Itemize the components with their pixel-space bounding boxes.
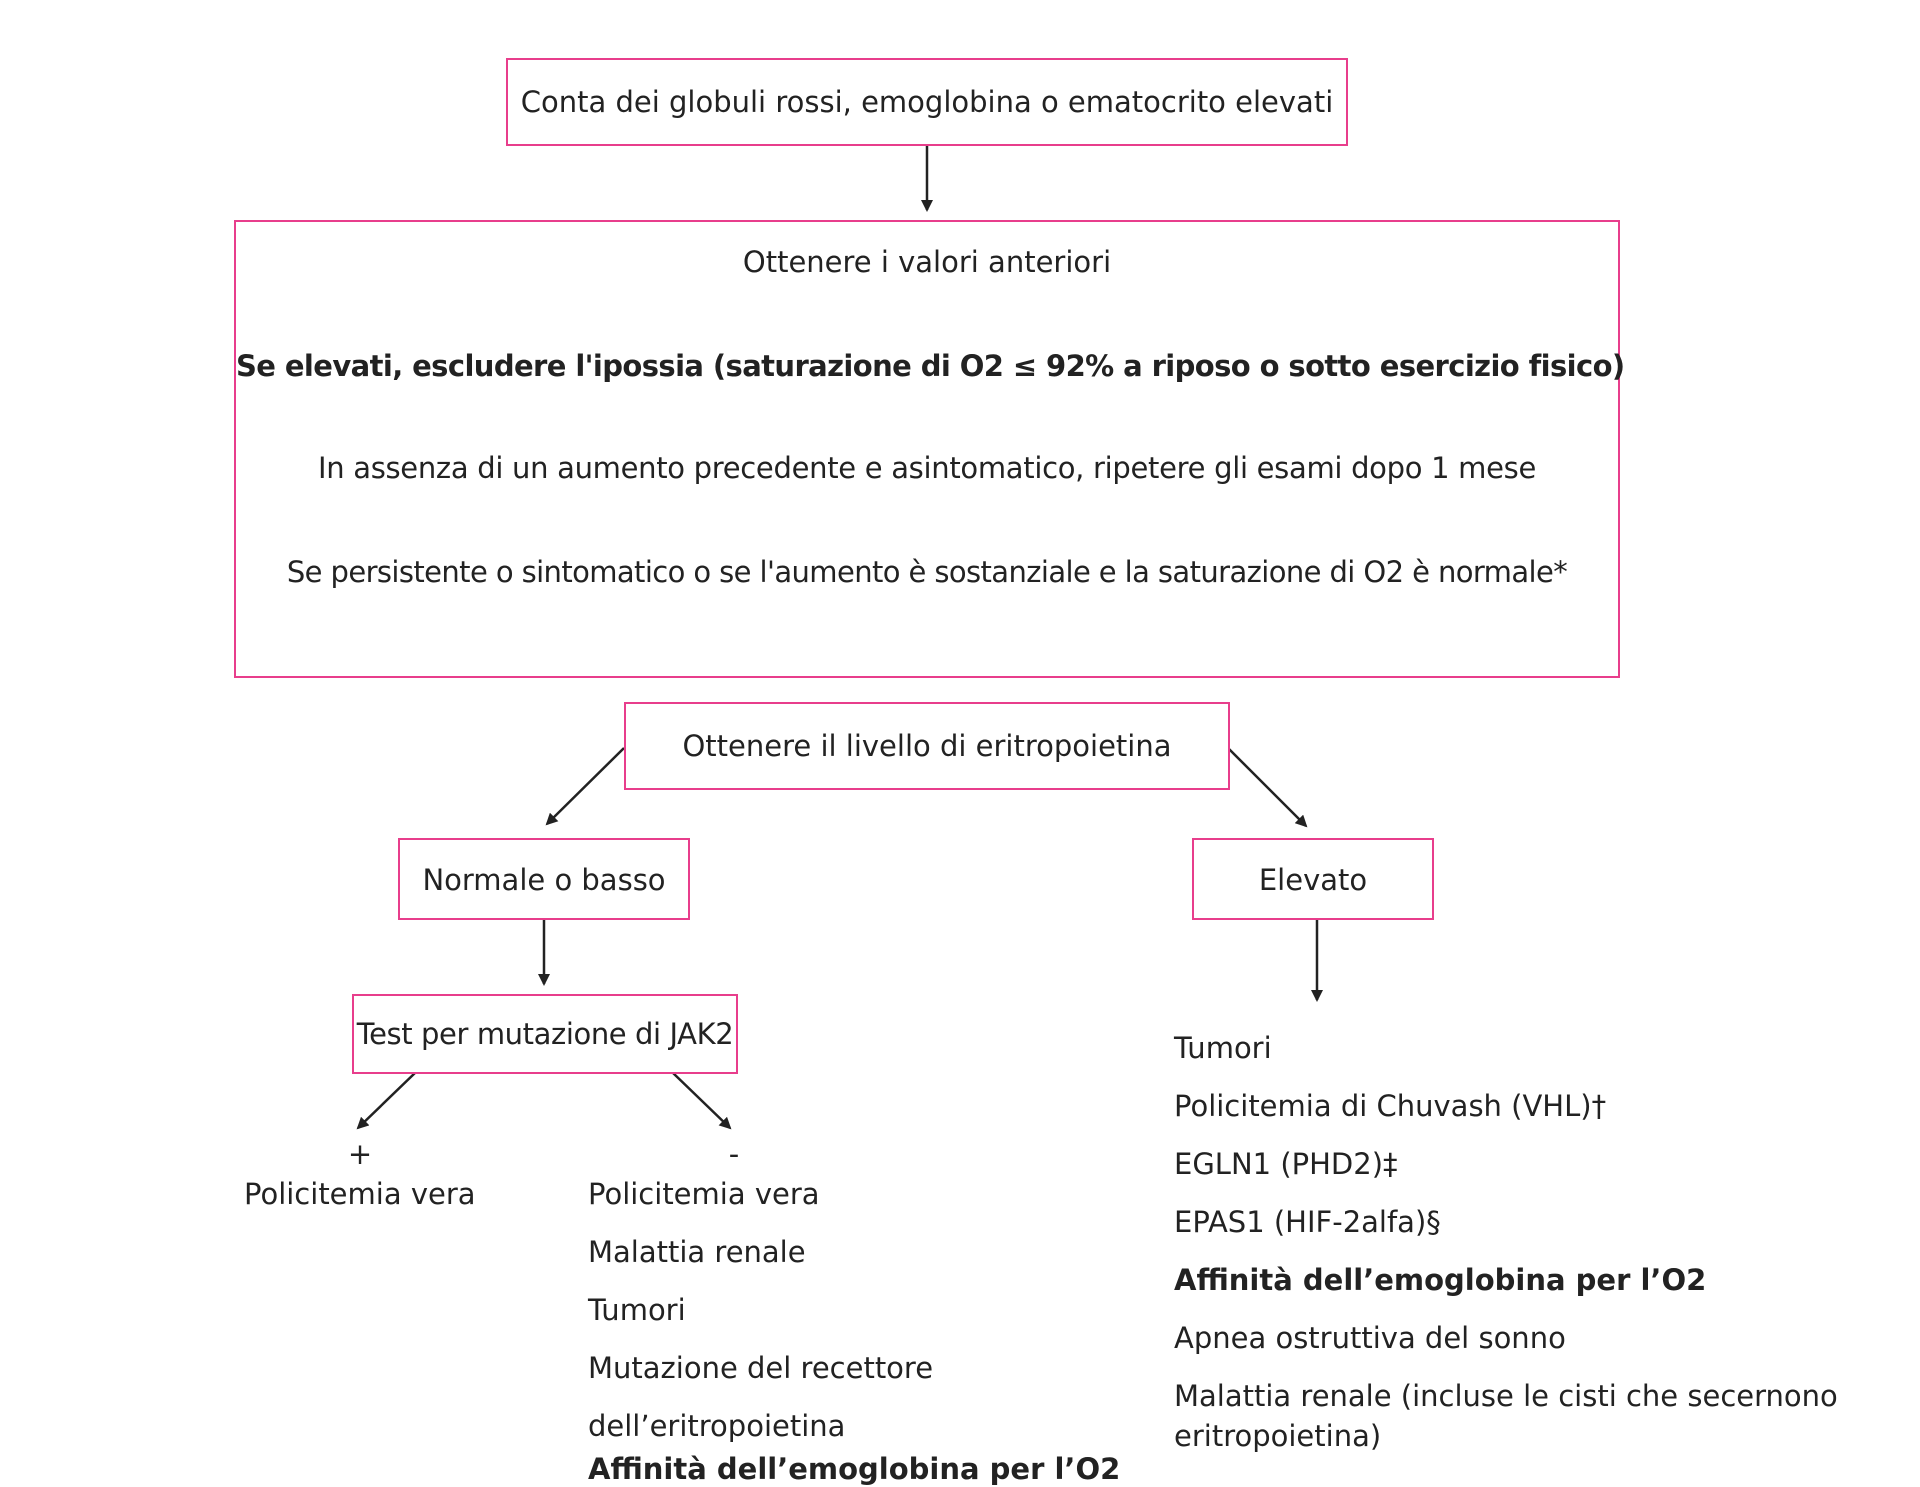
erythropoietin-level-label: Ottenere il livello di eritropoietina <box>682 729 1172 763</box>
negative-result-item: Mutazione del recettore <box>588 1351 934 1385</box>
elevated-label: Elevato <box>1258 863 1368 897</box>
step-obtain-previous-values: Ottenere i valori anteriori <box>742 245 1112 279</box>
jak2-test-label: Test per mutazione di JAK2 <box>356 1017 734 1051</box>
erythropoietin-level-box: Ottenere il livello di eritropoietina <box>624 702 1230 790</box>
positive-result: Policitemia vera <box>244 1177 476 1211</box>
elevated-result-item: Apnea ostruttiva del sonno <box>1174 1321 1566 1355</box>
negative-result-item: Affinità dell’emoglobina per l’O2 <box>588 1452 1121 1486</box>
arrow-jak2-to-negative <box>671 1071 732 1130</box>
negative-result-item: Tumori <box>588 1293 686 1327</box>
step-repeat-tests: In assenza di un aumento precedente e as… <box>317 451 1537 485</box>
elevated-result-item: eritropoietina) <box>1174 1419 1382 1453</box>
step-if-persistent: Se persistente o sintomatico o se l'aume… <box>286 555 1568 589</box>
elevated-result-item: EPAS1 (HIF-2alfa)§ <box>1174 1205 1441 1239</box>
elevated-result-item: Affinità dell’emoglobina per l’O2 <box>1174 1263 1707 1297</box>
elevated-result-item: Tumori <box>1174 1031 1272 1065</box>
evaluation-steps-box: Ottenere i valori anteriori Se elevati, … <box>234 220 1625 678</box>
step-exclude-hypoxia: Se elevati, escludere l'ipossia (saturaz… <box>236 349 1625 383</box>
normal-or-low-label: Normale o basso <box>422 863 666 897</box>
negative-result-item: Policitemia vera <box>588 1177 820 1211</box>
elevated-result-item: EGLN1 (PHD2)‡ <box>1174 1147 1398 1181</box>
negative-result-item: Malattia renale <box>588 1235 806 1269</box>
normal-or-low-box: Normale o basso <box>398 838 690 920</box>
jak2-test-box: Test per mutazione di JAK2 <box>352 994 738 1074</box>
elevated-counts-box: Conta dei globuli rossi, emoglobina o em… <box>506 58 1348 146</box>
negative-result-item: dell’eritropoietina <box>588 1409 846 1443</box>
elevated-result-item: Malattia renale (incluse le cisti che se… <box>1174 1379 1838 1413</box>
arrow-epo-to-high <box>1227 747 1308 828</box>
arrow-epo-to-low <box>545 747 625 826</box>
elevated-counts-label: Conta dei globuli rossi, emoglobina o em… <box>520 85 1334 119</box>
negative-sign: - <box>728 1137 740 1171</box>
elevated-box: Elevato <box>1192 838 1434 920</box>
positive-sign: + <box>347 1137 373 1171</box>
elevated-result-item: Policitemia di Chuvash (VHL)† <box>1174 1089 1607 1123</box>
arrow-jak2-to-positive <box>356 1071 417 1130</box>
